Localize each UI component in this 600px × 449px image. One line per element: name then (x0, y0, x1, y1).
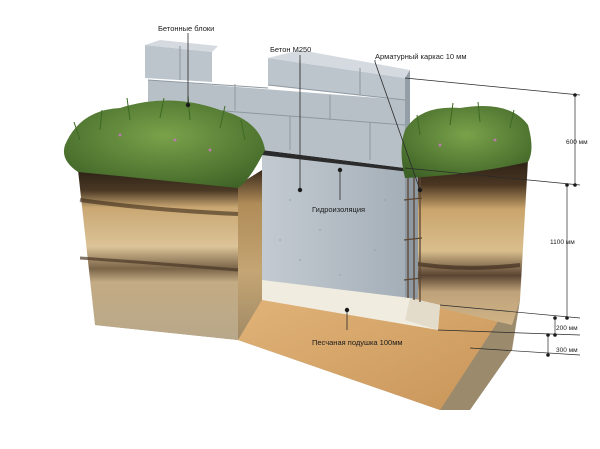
grass-left (63, 95, 266, 188)
rebar-cage (403, 168, 423, 302)
label-concrete-blocks: Бетонные блоки (158, 24, 214, 33)
label-concrete-grade: Бетон М250 (270, 45, 311, 54)
leader-lines (187, 33, 421, 330)
sand-floor (238, 285, 512, 410)
dimension-lines (404, 77, 581, 356)
dimension-footing-depth: 1100 мм (550, 239, 575, 246)
dimension-ticks (546, 93, 577, 357)
waterproofing-layer (262, 150, 410, 172)
leader-dots (185, 102, 423, 313)
dimension-sand-layer: 300 мм (556, 347, 578, 354)
label-waterproofing: Гидроизоляция (312, 205, 365, 214)
label-rebar-cage: Арматурный каркас 10 мм (375, 52, 466, 61)
label-sand-cushion: Песчаная подушка 100мм (312, 338, 403, 347)
dimension-block-height: 600 мм (566, 139, 588, 146)
grass-right (401, 101, 532, 178)
left-soil-block (78, 170, 262, 340)
right-soil-block (404, 160, 528, 325)
footing-pad (262, 280, 440, 330)
dimension-footing-pad: 200 мм (556, 325, 578, 332)
